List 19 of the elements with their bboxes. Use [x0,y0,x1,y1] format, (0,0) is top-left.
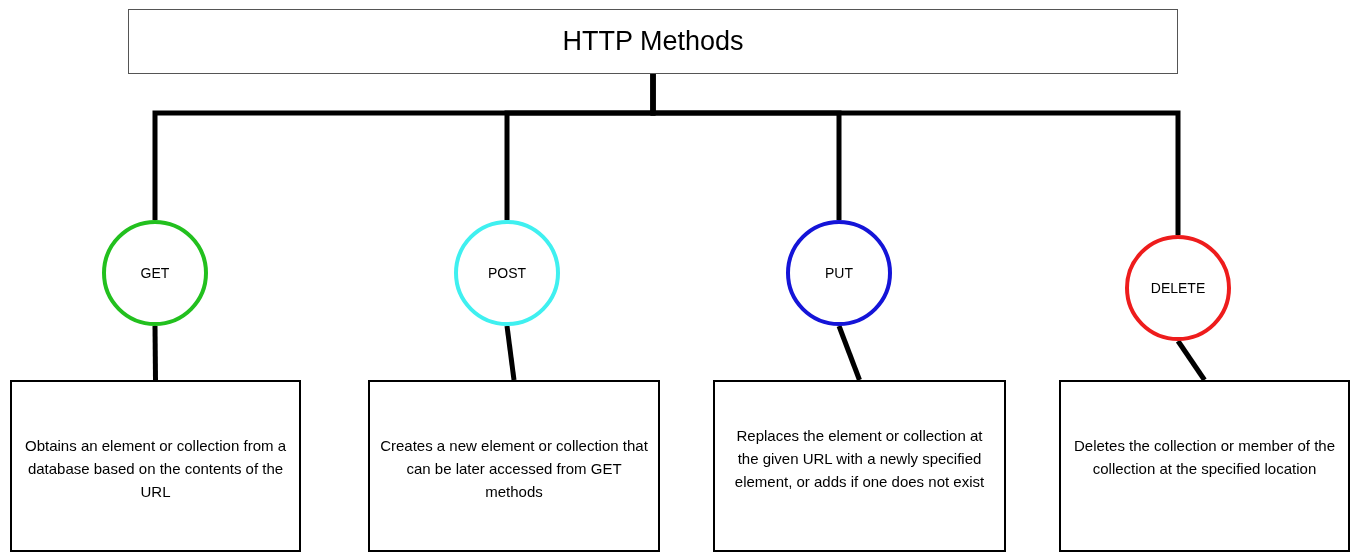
connector-line [504,325,517,381]
connector-line [152,325,158,381]
method-name: GET [140,263,170,283]
description-text: Creates a new element or collection that can be later accessed from GET methods [380,436,648,502]
method-name: PUT [825,263,853,283]
method-name: POST [487,263,527,283]
description-text: Obtains an element or collection from a database based on the contents of the URL [24,436,287,502]
title-text: HTTP Methods [562,25,744,59]
title-box [128,9,1178,74]
connector-line [1175,339,1207,382]
description-box [10,380,301,552]
connector-line [650,74,1181,235]
connector-line [836,325,862,381]
description-box [713,380,1006,552]
description-text: Replaces the element or collection at the given URL with a newly specified element, or adds if one does not exist [733,426,986,492]
description-box [1059,380,1350,552]
description-box [368,380,660,552]
method-name: DELETE [1150,278,1206,298]
description-text: Deletes the collection or member of the collection at the specified location [1073,436,1336,479]
